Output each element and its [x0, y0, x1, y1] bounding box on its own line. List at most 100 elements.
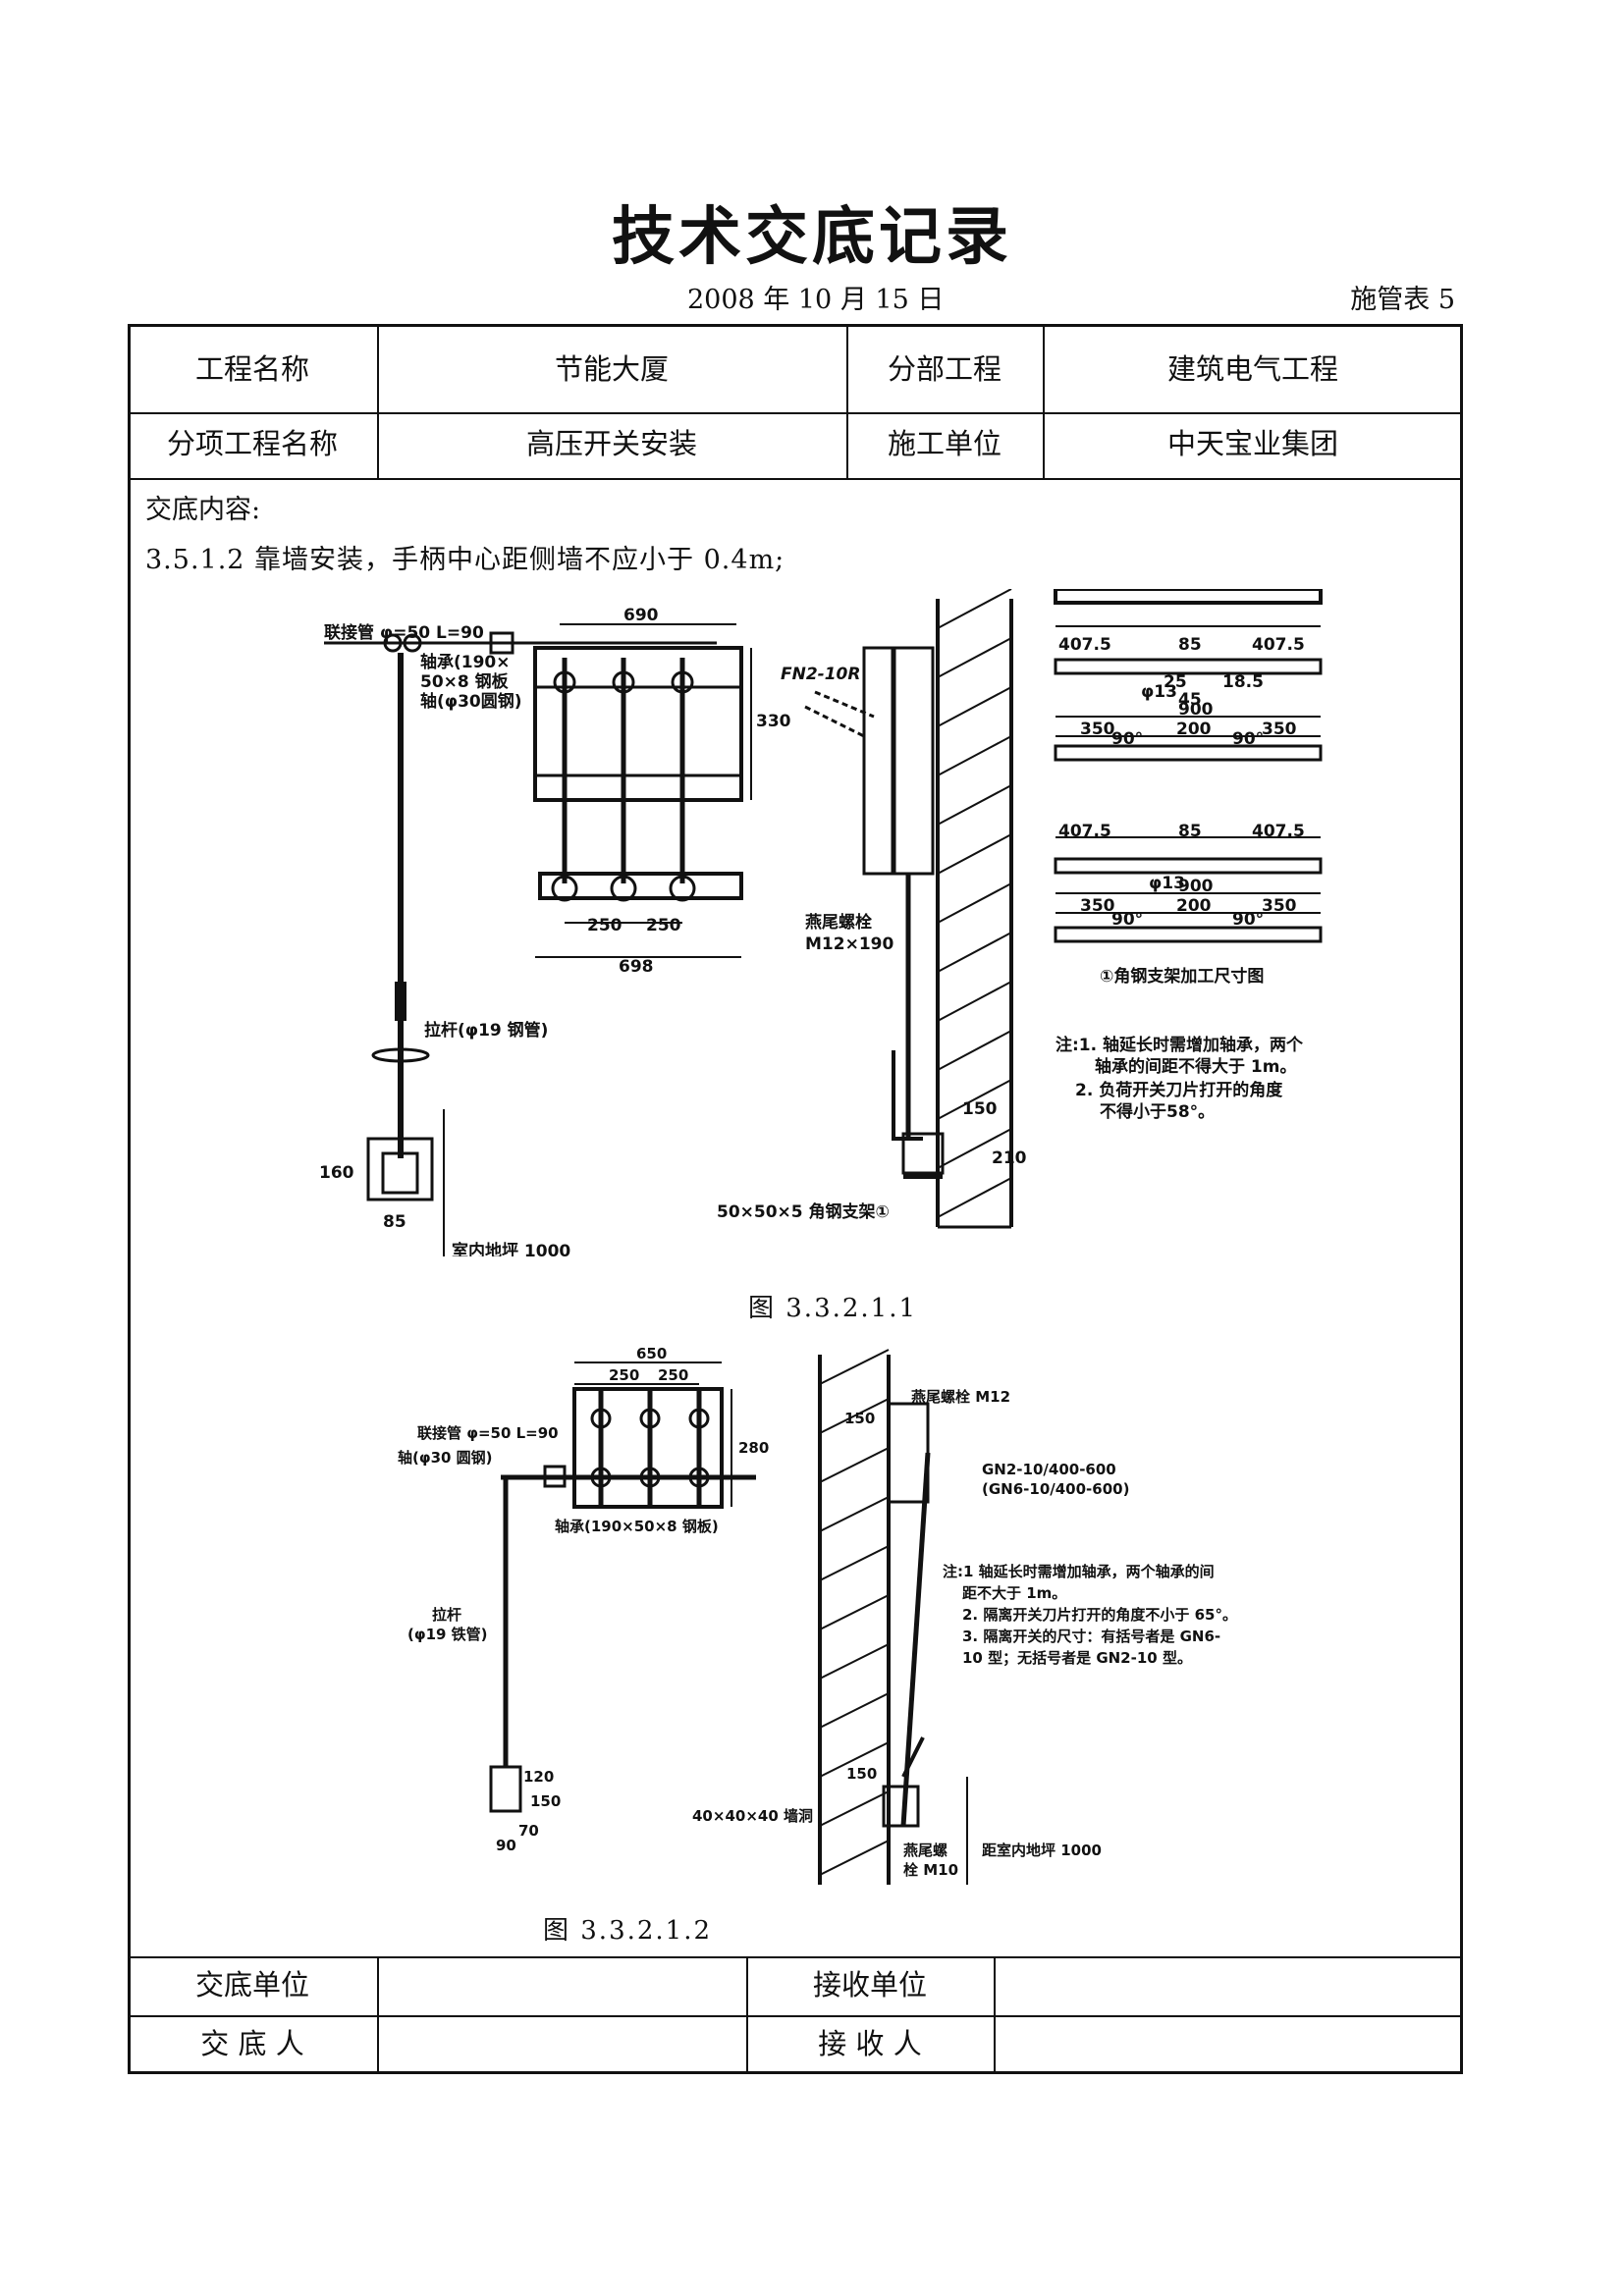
fig1-a4: φ13	[1141, 682, 1177, 702]
fig1-c2: 85	[1178, 822, 1202, 841]
fig1-dim-210: 210	[992, 1148, 1027, 1168]
fig2-dim-150c: 150	[846, 1765, 877, 1783]
fig1-b2: 350	[1080, 720, 1115, 739]
fig1-note-1: 注:1. 轴延长时需增加轴承，两个	[1056, 1035, 1304, 1055]
col-divider	[377, 324, 379, 478]
fig1-b6: 90°	[1232, 729, 1264, 749]
content-label: 交底内容:	[145, 495, 261, 525]
col-divider	[377, 1956, 379, 2074]
fig1-dim-330: 330	[756, 712, 791, 731]
fig1-d2: 350	[1080, 896, 1115, 916]
fig1-dim-690: 690	[623, 606, 659, 625]
fig1-note-2: 轴承的间距不得大于 1m。	[1095, 1056, 1296, 1077]
fig2-model-label: GN2-10/400-600	[982, 1461, 1116, 1478]
fig2-rod-label: 拉杆	[432, 1606, 461, 1624]
subitem-label: 分项工程名称	[166, 427, 338, 460]
fig1-b5: 90°	[1111, 729, 1143, 749]
row-divider	[128, 1956, 1463, 1958]
fig2-bolt-top-label: 燕尾螺栓 M12	[911, 1388, 1010, 1406]
fig2-dim-280: 280	[738, 1439, 769, 1457]
fig2-note-3: 2. 隔离开关刀片打开的角度不小于 65°。	[962, 1606, 1237, 1624]
fig2-note-1: 注:1 轴延长时需增加轴承，两个轴承的间	[943, 1563, 1215, 1580]
fig1-a7: 18.5	[1222, 672, 1264, 692]
contractor-label: 施工单位	[887, 427, 1001, 460]
fig1-bearing-label-2: 50×8 钢板	[420, 671, 510, 692]
fig2-hole-label: 40×40×40 墙洞	[692, 1807, 813, 1825]
figure2-caption: 图 3.3.2.1.2	[543, 1916, 713, 1946]
fig2-dim-650: 650	[636, 1345, 667, 1362]
fig1-model-label: FN2-10R	[781, 665, 860, 684]
figure-isolating-switch-installation: 联接管 φ=50 L=90 轴(φ30 圆钢) 轴承(190×50×8 钢板) …	[398, 1345, 1237, 1885]
project-name-value: 节能大厦	[554, 352, 669, 386]
fig1-floor-label: 室内地坪 1000	[452, 1241, 570, 1256]
row-divider	[128, 478, 1463, 480]
handover-person-label: 交 底 人	[200, 2027, 304, 2060]
fig2-dim-150b: 150	[844, 1410, 875, 1427]
fig1-bolt-label: 燕尾螺栓	[805, 912, 872, 933]
fig1-b1: 900	[1178, 700, 1214, 720]
division-value: 建筑电气工程	[1166, 352, 1338, 386]
fig1-d4: 350	[1262, 896, 1297, 916]
fig1-d6: 90°	[1232, 910, 1264, 930]
fig2-dim-90: 90	[496, 1837, 516, 1854]
page-title: 技术交底记录	[612, 201, 1012, 274]
fig1-a6: 45	[1178, 690, 1202, 710]
fig2-bearing-label: 轴承(190×50×8 钢板)	[555, 1518, 719, 1535]
fig2-floor-label: 距室内地坪 1000	[982, 1842, 1102, 1859]
figure1-caption: 图 3.3.2.1.1	[748, 1294, 918, 1323]
content-text: 3.5.1.2 靠墙安装，手柄中心距侧墙不应小于 0.4m;	[145, 545, 785, 575]
fig1-a2: 85	[1178, 635, 1202, 655]
fig1-dim-160: 160	[319, 1163, 354, 1183]
col-divider	[994, 1956, 996, 2074]
col-divider	[1043, 324, 1045, 478]
fig2-bolt-bottom-label: 燕尾螺	[903, 1842, 947, 1859]
fig2-note-5: 10 型；无括号者是 GN2-10 型。	[962, 1649, 1192, 1667]
fig1-bracket-label: 50×50×5 角钢支架①	[717, 1201, 890, 1222]
fig1-a3: 407.5	[1252, 635, 1305, 655]
fig1-angle-caption: ①角钢支架加工尺寸图	[1100, 966, 1264, 987]
fig2-note-2: 距不大于 1m。	[962, 1584, 1066, 1602]
fig1-b4: 350	[1262, 720, 1297, 739]
fig1-bolt-label-2: M12×190	[805, 934, 893, 954]
project-name-label: 工程名称	[194, 352, 309, 386]
fig1-dim-250a: 250	[587, 916, 623, 935]
fig2-bolt-bottom-label-2: 栓 M10	[903, 1861, 958, 1879]
fig1-dim-150: 150	[962, 1099, 998, 1119]
fig1-d3: 200	[1176, 896, 1212, 916]
record-date: 2008 年 10 月 15 日	[687, 285, 945, 315]
fig1-b3: 200	[1176, 720, 1212, 739]
fig1-dim-85: 85	[383, 1212, 406, 1232]
fig1-note-4: 不得小于58°。	[1100, 1101, 1215, 1122]
fig2-shaft-label: 轴(φ30 圆钢)	[398, 1449, 493, 1467]
receiver-unit-label: 接收单位	[812, 1968, 927, 2002]
fig2-note-4: 3. 隔离开关的尺寸：有括号者是 GN6-	[962, 1628, 1220, 1645]
col-divider	[746, 1956, 748, 2074]
fig1-dim-250b: 250	[646, 916, 681, 935]
fig2-dim-250a: 250	[609, 1366, 639, 1384]
fig1-coupling-label: 联接管 φ=50 L=90	[324, 622, 484, 643]
fig2-dim-70: 70	[518, 1822, 539, 1840]
fig2-dim-120: 120	[523, 1768, 554, 1786]
fig2-coupling-label: 联接管 φ=50 L=90	[417, 1424, 559, 1442]
record-table	[128, 324, 1463, 2074]
receiver-person-label: 接 收 人	[818, 2027, 922, 2060]
fig1-d1: 900	[1178, 877, 1214, 896]
fig1-a1: 407.5	[1058, 635, 1111, 655]
fig2-rod-label-2: (φ19 铁管)	[407, 1626, 488, 1643]
form-number: 施管表 5	[1350, 285, 1455, 315]
fig1-note-3: 2. 负荷开关刀片打开的角度	[1075, 1080, 1283, 1100]
fig1-bearing-label: 轴承(190×	[420, 652, 511, 672]
fig2-dim-150: 150	[530, 1792, 561, 1810]
fig2-model-label-2: (GN6-10/400-600)	[982, 1480, 1129, 1498]
fig1-c3: 407.5	[1252, 822, 1305, 841]
fig1-dim-698: 698	[619, 957, 654, 977]
fig1-c1: 407.5	[1058, 822, 1111, 841]
contractor-value: 中天宝业集团	[1166, 427, 1338, 460]
col-divider	[846, 324, 848, 478]
fig1-c4: φ13	[1149, 874, 1185, 893]
handover-unit-label: 交底单位	[194, 1968, 309, 2002]
fig1-rod-label: 拉杆(φ19 钢管)	[424, 1020, 548, 1041]
subitem-value: 高压开关安装	[525, 427, 697, 460]
fig1-shaft-label: 轴(φ30圆钢)	[420, 691, 522, 712]
row-divider	[128, 2015, 1463, 2017]
